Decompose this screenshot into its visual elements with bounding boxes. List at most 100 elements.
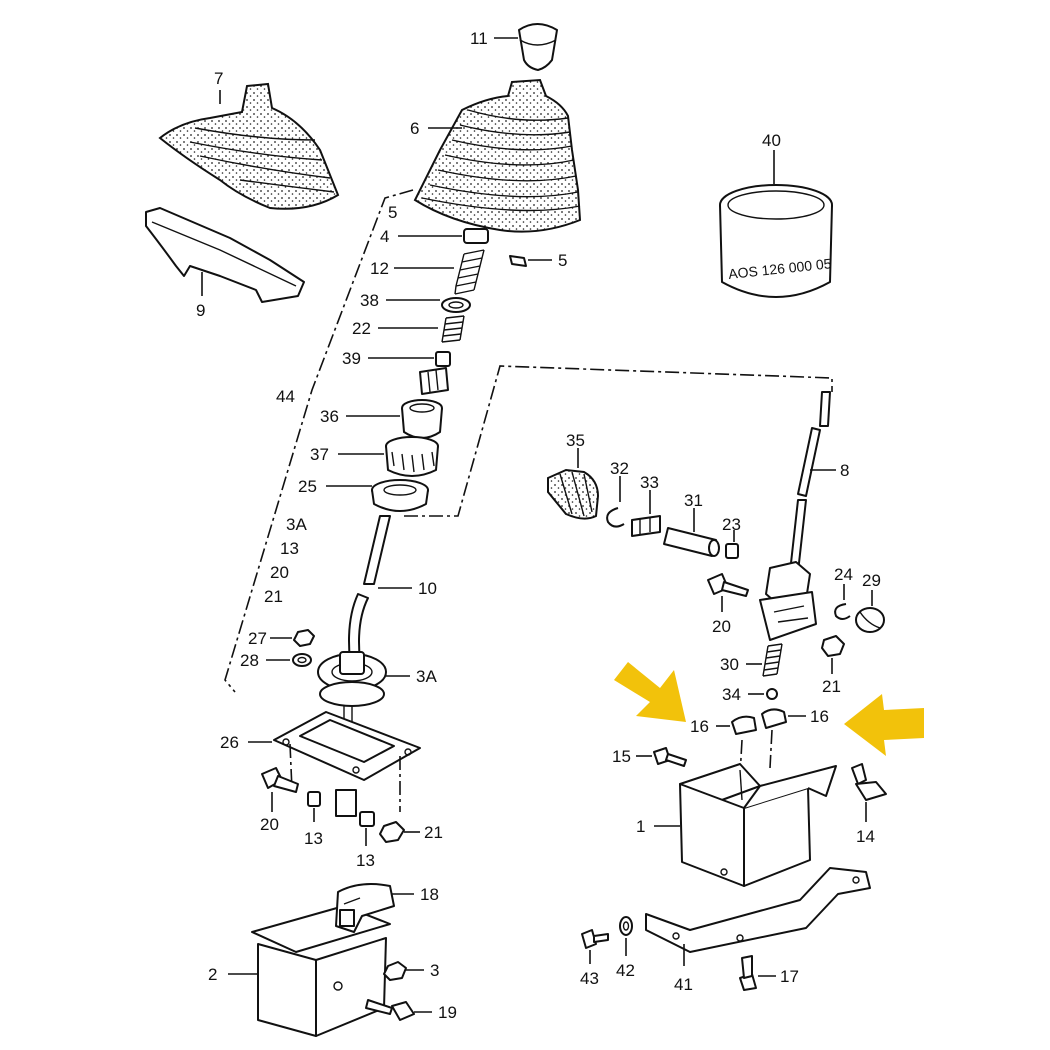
callout-14: 14	[856, 827, 875, 846]
callout-21b: 21	[822, 677, 841, 696]
callout-28: 28	[240, 651, 259, 670]
part-38-washer	[441, 297, 471, 313]
part-31-pin	[663, 527, 720, 557]
callout-5: 5	[558, 251, 567, 270]
callout-13b: 13	[356, 851, 375, 870]
part-10-lever-rod	[363, 515, 391, 585]
callout-31: 31	[684, 491, 703, 510]
part-8-shift-rod	[789, 391, 831, 573]
part-24-circlip	[834, 603, 851, 620]
part-37-gear-ring	[385, 436, 439, 477]
callout-20-list: 20	[270, 563, 289, 582]
part-22-spring	[441, 315, 465, 343]
part-27-nut	[293, 629, 315, 647]
part-21-nut-a	[379, 821, 405, 843]
part-33-sleeve	[631, 515, 661, 537]
part-41-support-strap	[645, 867, 871, 953]
part-1-housing	[679, 763, 837, 887]
part-18-clip	[335, 883, 395, 933]
part-3-nut	[383, 961, 407, 981]
part-25-ring	[371, 479, 429, 512]
callout-24: 24	[834, 565, 853, 584]
callout-21-list: 21	[264, 587, 283, 606]
part-5-pin	[509, 255, 527, 267]
callout-21a: 21	[424, 823, 443, 842]
part-13-nut-a	[307, 791, 321, 807]
callout-2: 2	[208, 965, 217, 984]
callout-10: 10	[418, 579, 437, 598]
part-11-shift-knob	[518, 23, 558, 71]
part-26-base-plate	[273, 711, 421, 812]
callout-4: 4	[380, 227, 389, 246]
callout-17: 17	[780, 967, 799, 986]
part-3a-boot-ring	[317, 651, 387, 707]
callout-18: 18	[420, 885, 439, 904]
highlight-arrow-left	[614, 662, 686, 722]
callout-33: 33	[640, 473, 659, 492]
part-15-screw	[653, 747, 687, 767]
highlight-arrow-right	[844, 694, 924, 756]
callout-3: 3	[430, 961, 439, 980]
part-17-screw	[739, 955, 757, 991]
part-14-clip	[851, 763, 887, 801]
callout-20a: 20	[260, 815, 279, 834]
part-4-cap	[463, 228, 489, 244]
part-19-bolt	[365, 999, 415, 1021]
part-30-spring	[762, 643, 783, 677]
part-23-bushing	[725, 543, 739, 559]
part-40-gasket-box: AOS 126 000 05	[719, 184, 833, 298]
callout-27: 27	[248, 629, 267, 648]
part-6-shift-boot	[413, 78, 582, 233]
part-29-cap	[855, 607, 885, 633]
part-20-bolt-right	[707, 573, 749, 597]
part-20-bolt-left	[261, 767, 299, 793]
part-42-washer	[619, 916, 633, 936]
callout-41: 41	[674, 975, 693, 994]
part-34-ball	[766, 688, 778, 700]
callout-3a-list: 3A	[286, 515, 307, 534]
callout-43: 43	[580, 969, 599, 988]
part-7-inner-boot	[158, 82, 340, 210]
callout-25: 25	[298, 477, 317, 496]
group-bracket-linkage	[404, 365, 833, 517]
part-9-boot-frame	[145, 207, 305, 303]
callout-13-list: 13	[280, 539, 299, 558]
part-36-bushing	[401, 399, 443, 439]
callout-6: 6	[410, 119, 419, 138]
part-35-gaiter	[547, 468, 600, 520]
callout-13a: 13	[304, 829, 323, 848]
callout-5-list: 5	[388, 203, 397, 222]
callout-39: 39	[342, 349, 361, 368]
part-selector-housing	[759, 561, 817, 641]
callout-42: 42	[616, 961, 635, 980]
callout-8: 8	[840, 461, 849, 480]
part-16-pad-right	[761, 708, 787, 729]
callout-38: 38	[360, 291, 379, 310]
callout-22: 22	[352, 319, 371, 338]
part-12-spring	[454, 249, 485, 295]
part-32-circlip	[606, 507, 625, 528]
callout-3a: 3A	[416, 667, 437, 686]
callout-44: 44	[276, 387, 295, 406]
callout-9: 9	[196, 301, 205, 320]
part-39-guide	[419, 351, 451, 395]
part-28-washer	[292, 653, 312, 667]
part-21-nut-b	[821, 635, 845, 657]
callout-34: 34	[722, 685, 741, 704]
callout-7: 7	[214, 69, 223, 88]
callout-32: 32	[610, 459, 629, 478]
callout-12: 12	[370, 259, 389, 278]
callout-15: 15	[612, 747, 631, 766]
callout-30: 30	[720, 655, 739, 674]
callout-19: 19	[438, 1003, 457, 1022]
callout-26: 26	[220, 733, 239, 752]
callout-16b: 16	[810, 707, 829, 726]
group-bracket-44	[224, 189, 414, 693]
callout-36: 36	[320, 407, 339, 426]
callout-35: 35	[566, 431, 585, 450]
callout-29: 29	[862, 571, 881, 590]
callout-11: 11	[470, 29, 488, 48]
callout-37: 37	[310, 445, 329, 464]
callout-40: 40	[762, 131, 781, 150]
